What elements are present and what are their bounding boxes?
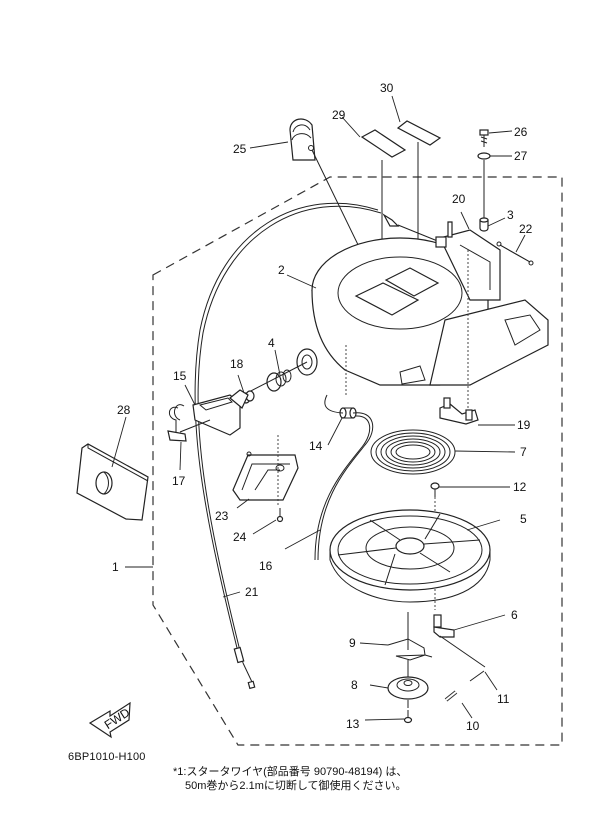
screw-part-24 [276, 508, 284, 523]
decal-part-29 [360, 129, 407, 158]
callout-17: 17 [172, 474, 186, 488]
callout-14: 14 [309, 439, 323, 453]
rope-guide-part [289, 118, 316, 161]
bolt-part-13 [403, 710, 413, 724]
callout-29: 29 [332, 108, 346, 122]
callout-10: 10 [466, 719, 480, 733]
callout-20: 20 [452, 192, 466, 206]
callout-25: 25 [233, 142, 247, 156]
callout-24: 24 [233, 530, 247, 544]
footnote-line-2: 50m巻から2.1mに切断して御使用ください。 [185, 780, 407, 792]
callout-12: 12 [513, 480, 527, 494]
callout-7: 7 [520, 445, 527, 459]
spring-part-10 [444, 690, 458, 702]
rope-end-part-21 [233, 646, 256, 690]
callout-5: 5 [520, 512, 527, 526]
callout-22: 22 [519, 222, 533, 236]
footnote-line-1: *1:スタータワイヤ(部品番号 90790-48194) は、 [173, 766, 408, 778]
pin-part-11 [469, 670, 485, 682]
callout-19: 19 [517, 418, 531, 432]
callout-1: 1 [112, 560, 119, 574]
callout-15: 15 [173, 369, 187, 383]
collar-part-3 [479, 219, 489, 232]
footnote: *1:スタータワイヤ(部品番号 90790-48194) は、 50m巻から2.… [173, 765, 407, 793]
spring-part-22 [496, 241, 534, 266]
callout-27: 27 [514, 149, 528, 163]
pulley-part-5 [329, 509, 491, 603]
figure-code: 6BP1010-H100 [68, 751, 146, 763]
spiral-spring-part [370, 429, 456, 475]
starter-handle-part [76, 443, 149, 521]
callout-16: 16 [259, 559, 273, 573]
assembly-boundary [152, 176, 563, 746]
callout-3: 3 [507, 208, 514, 222]
drive-plate-part-8 [387, 676, 429, 700]
callout-23: 23 [215, 509, 229, 523]
pin-part-19 [439, 397, 479, 425]
callout-30: 30 [380, 81, 394, 95]
callout-13: 13 [346, 717, 360, 731]
ratchet-part-6 [433, 614, 455, 638]
starter-housing-part [311, 229, 549, 386]
bracket-part-23 [232, 451, 299, 501]
callout-18: 18 [230, 357, 244, 371]
callout-21: 21 [245, 585, 259, 599]
bolt-part-12 [430, 482, 440, 497]
decal-part-30 [396, 120, 442, 146]
lever-part-15 [192, 389, 249, 436]
friction-spring-part-9 [387, 638, 433, 661]
bolt-part-26 [479, 129, 489, 147]
callout-26: 26 [514, 125, 528, 139]
callout-28: 28 [117, 403, 131, 417]
fwd-arrow-icon: FWD [88, 701, 133, 739]
callout-4: 4 [268, 336, 275, 350]
callout-8: 8 [351, 678, 358, 692]
callout-11: 11 [497, 692, 510, 706]
washer-part-27 [477, 152, 491, 160]
callout-2: 2 [278, 263, 285, 277]
starter-rope [194, 202, 379, 661]
clip-part-17 [167, 430, 187, 442]
callout-6: 6 [511, 608, 518, 622]
callout-9: 9 [349, 636, 356, 650]
